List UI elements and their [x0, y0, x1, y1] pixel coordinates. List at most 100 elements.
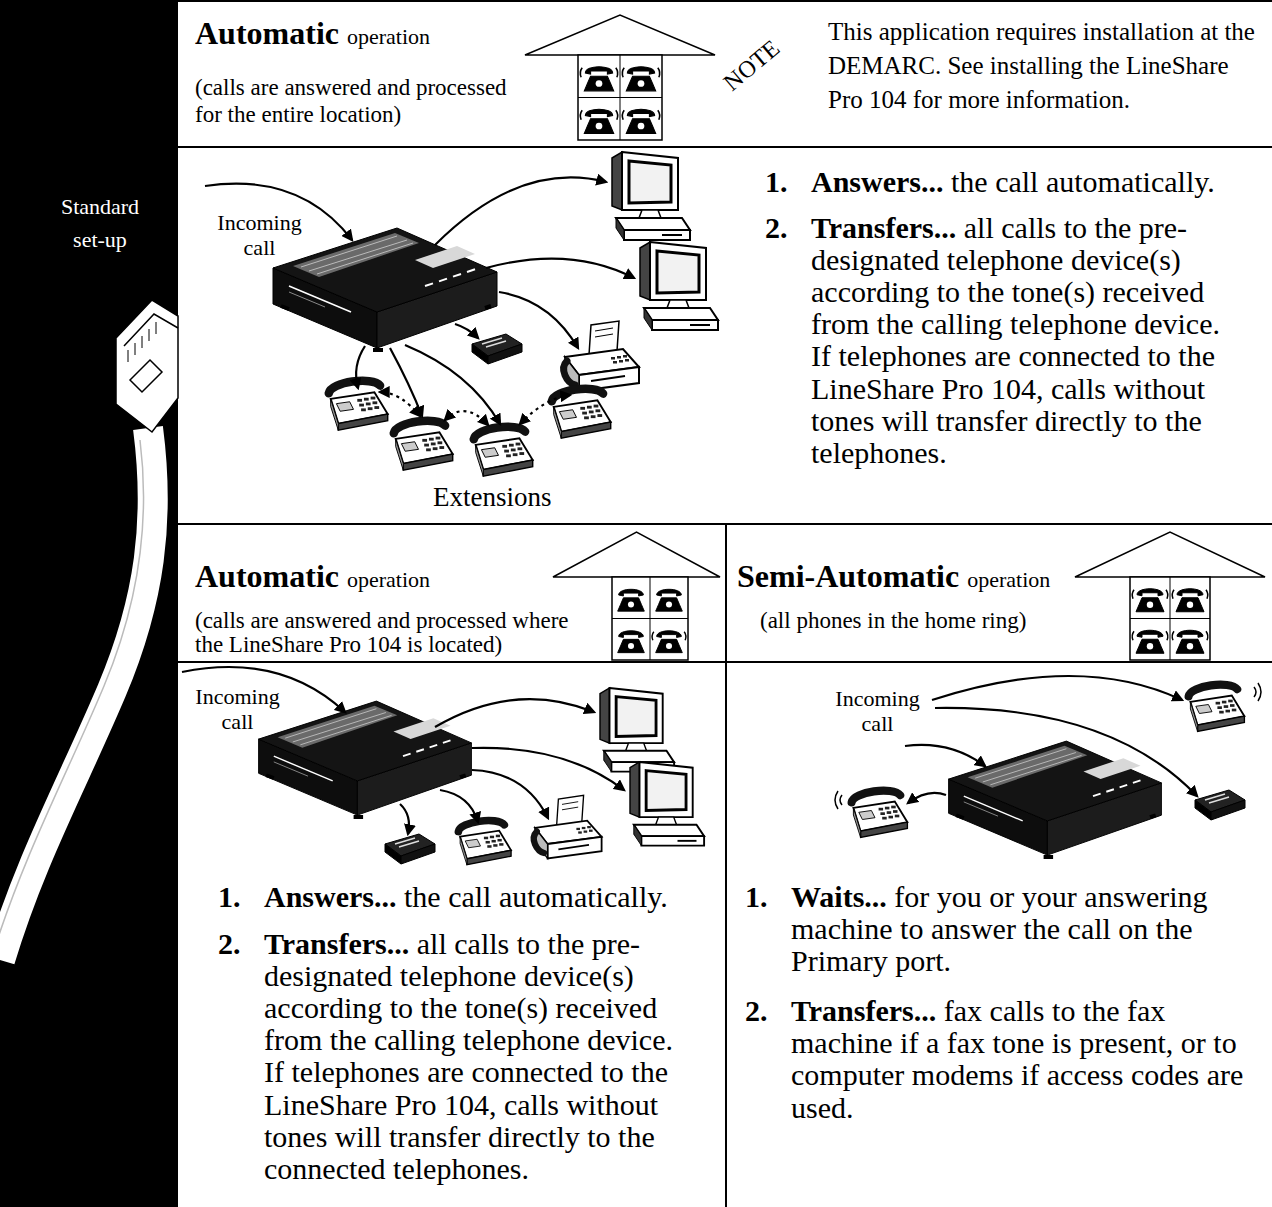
illustration-part	[1196, 705, 1212, 714]
illustration-part	[429, 438, 434, 441]
illustration-part	[617, 356, 621, 359]
callout-label: Incoming call	[830, 686, 925, 737]
flow-arrow	[499, 292, 578, 348]
illustration-part	[403, 754, 411, 757]
step-number: 1.	[218, 881, 264, 913]
illustration-part	[130, 360, 162, 392]
step-text: Answers...the call automatically.	[811, 166, 1241, 198]
illustration-part	[587, 826, 591, 828]
illustration-part	[628, 643, 634, 649]
illustration-part	[652, 632, 686, 641]
step-text: Transfers...fax calls to the fax machine…	[791, 995, 1246, 1123]
heading-row: Semi-Automaticoperation	[737, 558, 1050, 595]
step-item: 1.Answers...the call automatically.	[765, 166, 1241, 198]
illustration-part	[562, 802, 578, 810]
step-item: 2.Transfers...fax calls to the fax machi…	[745, 995, 1246, 1123]
illustration-part	[502, 445, 507, 448]
illustration-part	[612, 577, 688, 660]
header-band: Automaticoperation(calls are answered an…	[178, 525, 727, 663]
illustration-part	[371, 397, 376, 400]
subtitle-slot: (calls are answered and processed for th…	[195, 74, 525, 128]
illustration-part	[576, 828, 580, 830]
illustration-part	[364, 398, 369, 401]
fax-machine-icon	[534, 795, 602, 858]
illustration-part	[416, 749, 424, 752]
illustration-part	[361, 408, 366, 411]
content-panel: 1.Answers...the call automatically.2.Tra…	[178, 148, 1272, 525]
illustration-part	[611, 357, 615, 360]
illustration-part	[612, 577, 688, 660]
house-icon	[553, 532, 720, 660]
illustration-part	[1177, 589, 1203, 596]
illustration-part	[465, 839, 480, 848]
computer-icon	[600, 688, 674, 772]
flow-arrow	[390, 348, 422, 416]
computer-icon	[630, 762, 704, 846]
illustration-part	[644, 308, 718, 320]
illustration-part	[467, 850, 511, 864]
illustration-part	[481, 448, 498, 458]
illustration-part	[1258, 683, 1261, 701]
illustration-part	[619, 631, 644, 638]
illustration-part	[630, 762, 640, 817]
illustration-part	[596, 409, 601, 412]
illustration-part	[589, 411, 594, 414]
illustration-part	[278, 706, 398, 748]
heading-row: Automaticoperation	[195, 558, 430, 595]
illustration-part	[1198, 716, 1245, 731]
illustration-part	[585, 109, 612, 116]
step-text: Waits...for you or your answering machin…	[791, 881, 1246, 977]
illustration-part	[622, 109, 659, 133]
illustration-part	[135, 343, 136, 355]
illustration-part	[1136, 639, 1164, 653]
illustration-part	[627, 67, 654, 74]
step-number: 2.	[765, 212, 811, 469]
illustration-part	[584, 831, 588, 833]
illustration-part	[840, 795, 842, 805]
illustration-part	[600, 688, 610, 743]
illustration-part	[403, 454, 452, 470]
illustration-part	[582, 827, 586, 829]
illustration-part	[534, 831, 544, 853]
flow-arrow	[405, 345, 500, 424]
illustration-part	[646, 771, 686, 811]
illustration-part	[474, 427, 525, 439]
answering-machine-icon	[385, 834, 435, 864]
flow-arrow	[932, 676, 1182, 700]
illustration-part	[149, 329, 150, 341]
illustration-part	[266, 775, 466, 817]
illustration-part	[504, 450, 509, 453]
step-item: 2.Transfers...all calls to the pre-desig…	[218, 928, 694, 1185]
illustration-part	[368, 407, 373, 410]
heading-row: Automaticoperation	[195, 15, 430, 52]
dotted-arrow	[520, 395, 570, 424]
illustration-part	[422, 439, 427, 442]
illustration-part	[591, 376, 625, 381]
illustration-part	[964, 802, 998, 816]
illustration-part	[443, 740, 451, 743]
illustration-part	[374, 406, 379, 409]
illustration-part	[859, 811, 875, 820]
illustration-part	[624, 230, 690, 240]
illustration-part	[359, 404, 364, 407]
step-lead: Transfers...	[264, 927, 409, 960]
illustration-part	[259, 701, 472, 781]
illustration-part	[1176, 639, 1204, 653]
illustration-part	[385, 844, 401, 864]
flow-arrow	[435, 177, 606, 245]
illustration-part	[472, 344, 488, 364]
illustration-part	[627, 109, 654, 116]
illustration-part	[1217, 706, 1222, 709]
illustration-part	[887, 811, 892, 814]
illustration-part	[885, 807, 890, 810]
illustration-part	[401, 844, 435, 864]
illustration-part	[580, 68, 617, 77]
illustration-part	[487, 845, 491, 848]
house-icon	[525, 15, 715, 140]
illustration-part	[580, 407, 585, 410]
mode-name: Semi-Automatic	[737, 558, 959, 595]
illustration-part	[436, 437, 441, 440]
illustration-part	[657, 251, 699, 293]
label-slot: NOTE	[719, 35, 786, 97]
illustration-part	[559, 410, 576, 420]
